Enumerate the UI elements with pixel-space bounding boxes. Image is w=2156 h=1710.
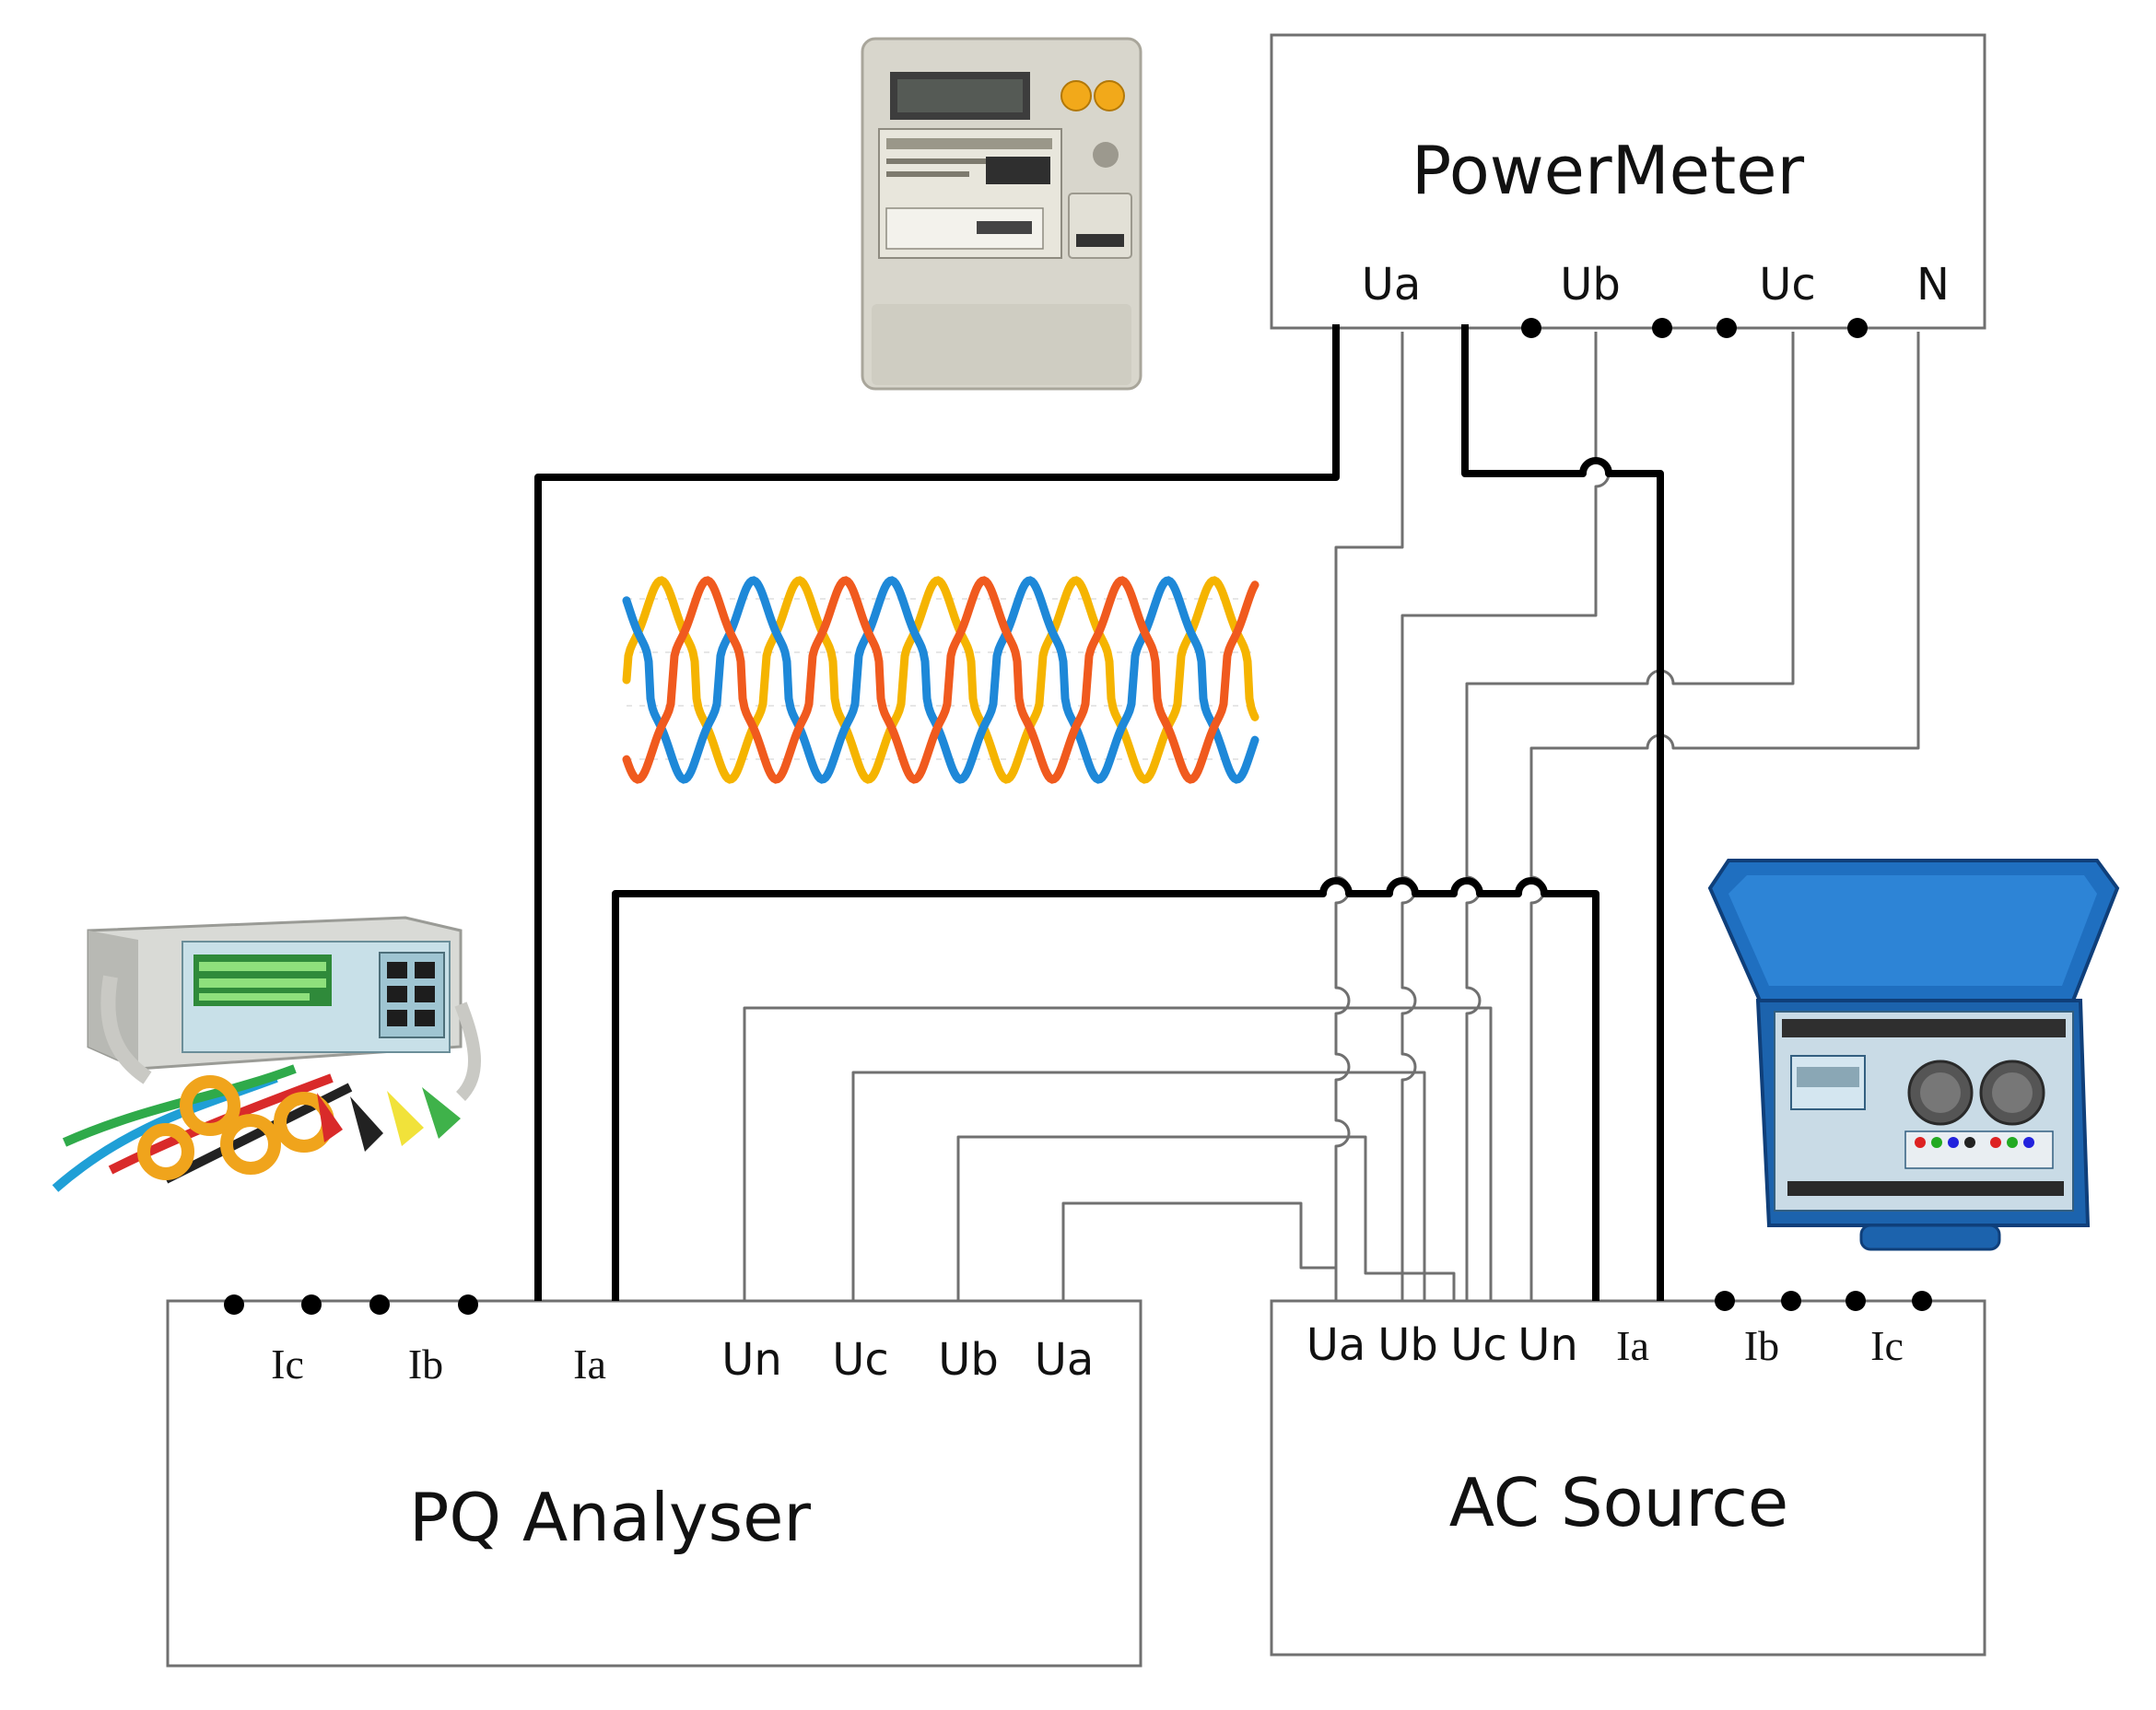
ac-source-box: AC Source Ua Ub Uc Un Ia Ib Ic [1270, 1299, 1986, 1657]
power-meter-box: PowerMeter Ua Ub Uc N [1270, 33, 1986, 330]
power-meter-terminal-uc: Uc [1759, 259, 1816, 310]
three-phase-waveform [622, 576, 1260, 784]
ac-terminal-ia: Ia [1616, 1322, 1649, 1369]
wire-pq-uc [851, 1071, 1426, 1301]
pq-terminal-ic: Ic [271, 1341, 304, 1388]
wire-pm-ia-out [1461, 324, 1664, 1301]
ac-terminal-ic: Ic [1870, 1322, 1904, 1369]
terminal-dots [224, 318, 1932, 1315]
pq-analyser-title: PQ Analyser [409, 1479, 811, 1556]
current-wires [534, 324, 1664, 1301]
pq-analyser-device [52, 916, 481, 1192]
waveform-phase-1 [622, 576, 1260, 784]
wire-pq-ua [1061, 1201, 1338, 1301]
wire-pm-n [1529, 332, 1920, 1301]
wire-pq-un [743, 1006, 1493, 1301]
ac-terminal-un: Un [1517, 1319, 1578, 1371]
pq-analyser-box: PQ Analyser Ic Ib Ia Un Uc Ub Ua [166, 1299, 1142, 1668]
power-meter-terminal-ub: Ub [1560, 259, 1621, 310]
wire-pq-ia-ac-ia [612, 877, 1599, 1301]
pq-terminal-ia: Ia [573, 1341, 606, 1388]
power-meter-device [861, 37, 1142, 391]
pq-terminal-ib: Ib [408, 1341, 443, 1388]
pq-terminal-ub: Ub [938, 1334, 999, 1386]
pq-terminal-un: Un [721, 1334, 782, 1386]
ac-terminal-ub: Ub [1377, 1319, 1438, 1371]
power-meter-terminal-n: N [1916, 259, 1950, 310]
wire-pm-ia-in [534, 324, 1340, 1301]
ac-source-title: AC Source [1449, 1464, 1788, 1541]
pq-terminal-uc: Uc [832, 1334, 889, 1386]
wire-pm-ua [1334, 332, 1404, 1301]
waveform-phase-3 [622, 576, 1260, 784]
ac-terminal-ua: Ua [1306, 1319, 1366, 1371]
power-meter-title: PowerMeter [1412, 132, 1805, 209]
ac-terminal-ib: Ib [1744, 1322, 1779, 1369]
wire-pq-ub [956, 1135, 1456, 1301]
pq-terminal-ua: Ua [1035, 1334, 1095, 1386]
wire-pm-ub [1400, 332, 1611, 1301]
ac-source-device [1707, 859, 2120, 1251]
power-meter-terminal-ua: Ua [1362, 259, 1422, 310]
ac-terminal-uc: Uc [1450, 1319, 1507, 1371]
